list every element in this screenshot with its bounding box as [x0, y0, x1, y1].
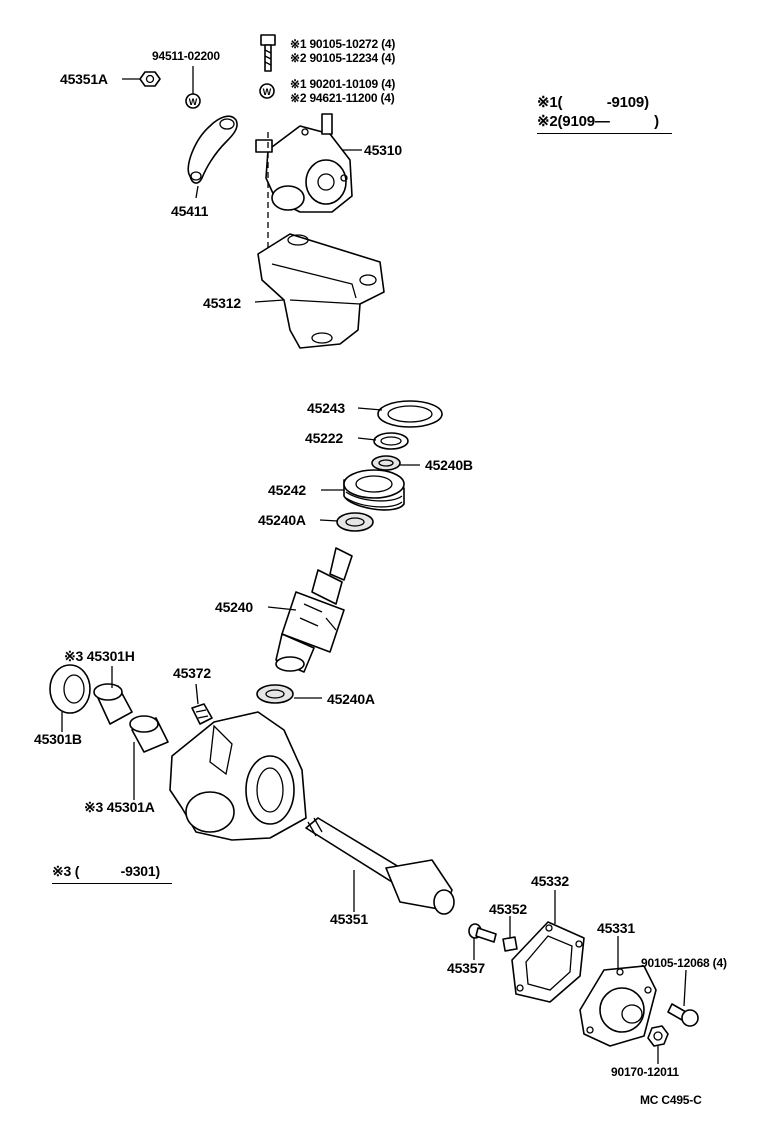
gear-housing [169, 711, 307, 841]
label-45372: 45372 [173, 665, 211, 681]
label-45242: 45242 [268, 482, 306, 498]
label-45301b: 45301B [34, 731, 82, 747]
label-45240b: 45240B [425, 457, 473, 473]
label-bolt-a1: ※1 90105-10272 (4) [290, 37, 396, 51]
label-washer-b1: ※1 90201-10109 (4) [290, 77, 396, 91]
label-45332: 45332 [531, 873, 569, 889]
svg-text:W: W [263, 87, 272, 97]
gear-box-45310 [255, 113, 353, 213]
nut-45351a [139, 71, 161, 87]
washer-w-symbol-icon: W [185, 93, 201, 109]
footnote-3-underline [52, 883, 172, 884]
label-94511-02200: 94511-02200 [152, 49, 220, 63]
label-45352: 45352 [489, 901, 527, 917]
footnote-2: ※2(9109— ) [537, 113, 659, 130]
pitman-arm-45411 [187, 115, 238, 184]
bushing-45301h [93, 683, 133, 725]
seal-45301b [49, 664, 91, 714]
sector-shaft-45351 [305, 817, 455, 915]
bolt-90105-12068 [667, 1003, 699, 1027]
bracket-45312 [257, 233, 385, 349]
label-45240: 45240 [215, 599, 253, 615]
label-45312: 45312 [203, 295, 241, 311]
gasket-45332 [511, 921, 585, 1003]
bolt-icon [260, 34, 276, 72]
fitting-45372 [191, 703, 213, 725]
label-45351: 45351 [330, 911, 368, 927]
bearing-45240a-upper [336, 512, 374, 532]
leader-lines [61, 66, 687, 1064]
label-45222: 45222 [305, 430, 343, 446]
seal-45222 [373, 432, 409, 450]
label-washer-b2: ※2 94621-11200 (4) [290, 91, 395, 105]
adjusting-screw-45242 [343, 469, 405, 511]
nut-90170-12011 [647, 1025, 669, 1047]
label-45240a-lower: 45240A [327, 691, 375, 707]
label-45240a-upper: 45240A [258, 512, 306, 528]
label-45301a: ※3 45301A [84, 799, 155, 815]
label-45351a: 45351A [60, 71, 108, 87]
cover-45331 [579, 965, 657, 1047]
bearing-45240a-lower [256, 684, 294, 704]
footnote-2-underline [537, 133, 672, 134]
bushing-45301a [129, 715, 169, 753]
label-90105-12068: 90105-12068 (4) [641, 956, 727, 970]
diagram-code: MC C495-C [640, 1093, 702, 1107]
label-45331: 45331 [597, 920, 635, 936]
label-45411: 45411 [171, 203, 209, 219]
label-45357: 45357 [447, 960, 485, 976]
footnote-3: ※3 ( -9301) [52, 863, 160, 879]
lock-nut-45243 [377, 400, 443, 428]
worm-shaft-45240 [275, 547, 353, 673]
plate-45352 [502, 936, 518, 952]
svg-text:W: W [189, 97, 198, 107]
bearing-45240b [371, 455, 401, 471]
footnote-1: ※1( -9109) [537, 94, 649, 111]
bolt-45357 [468, 923, 497, 943]
label-45243: 45243 [307, 400, 345, 416]
label-45310: 45310 [364, 142, 402, 158]
washer-w-symbol-icon: W [259, 83, 275, 99]
label-90170-12011: 90170-12011 [611, 1065, 679, 1079]
label-45301h: ※3 45301H [64, 648, 135, 664]
label-bolt-a2: ※2 90105-12234 (4) [290, 51, 396, 65]
